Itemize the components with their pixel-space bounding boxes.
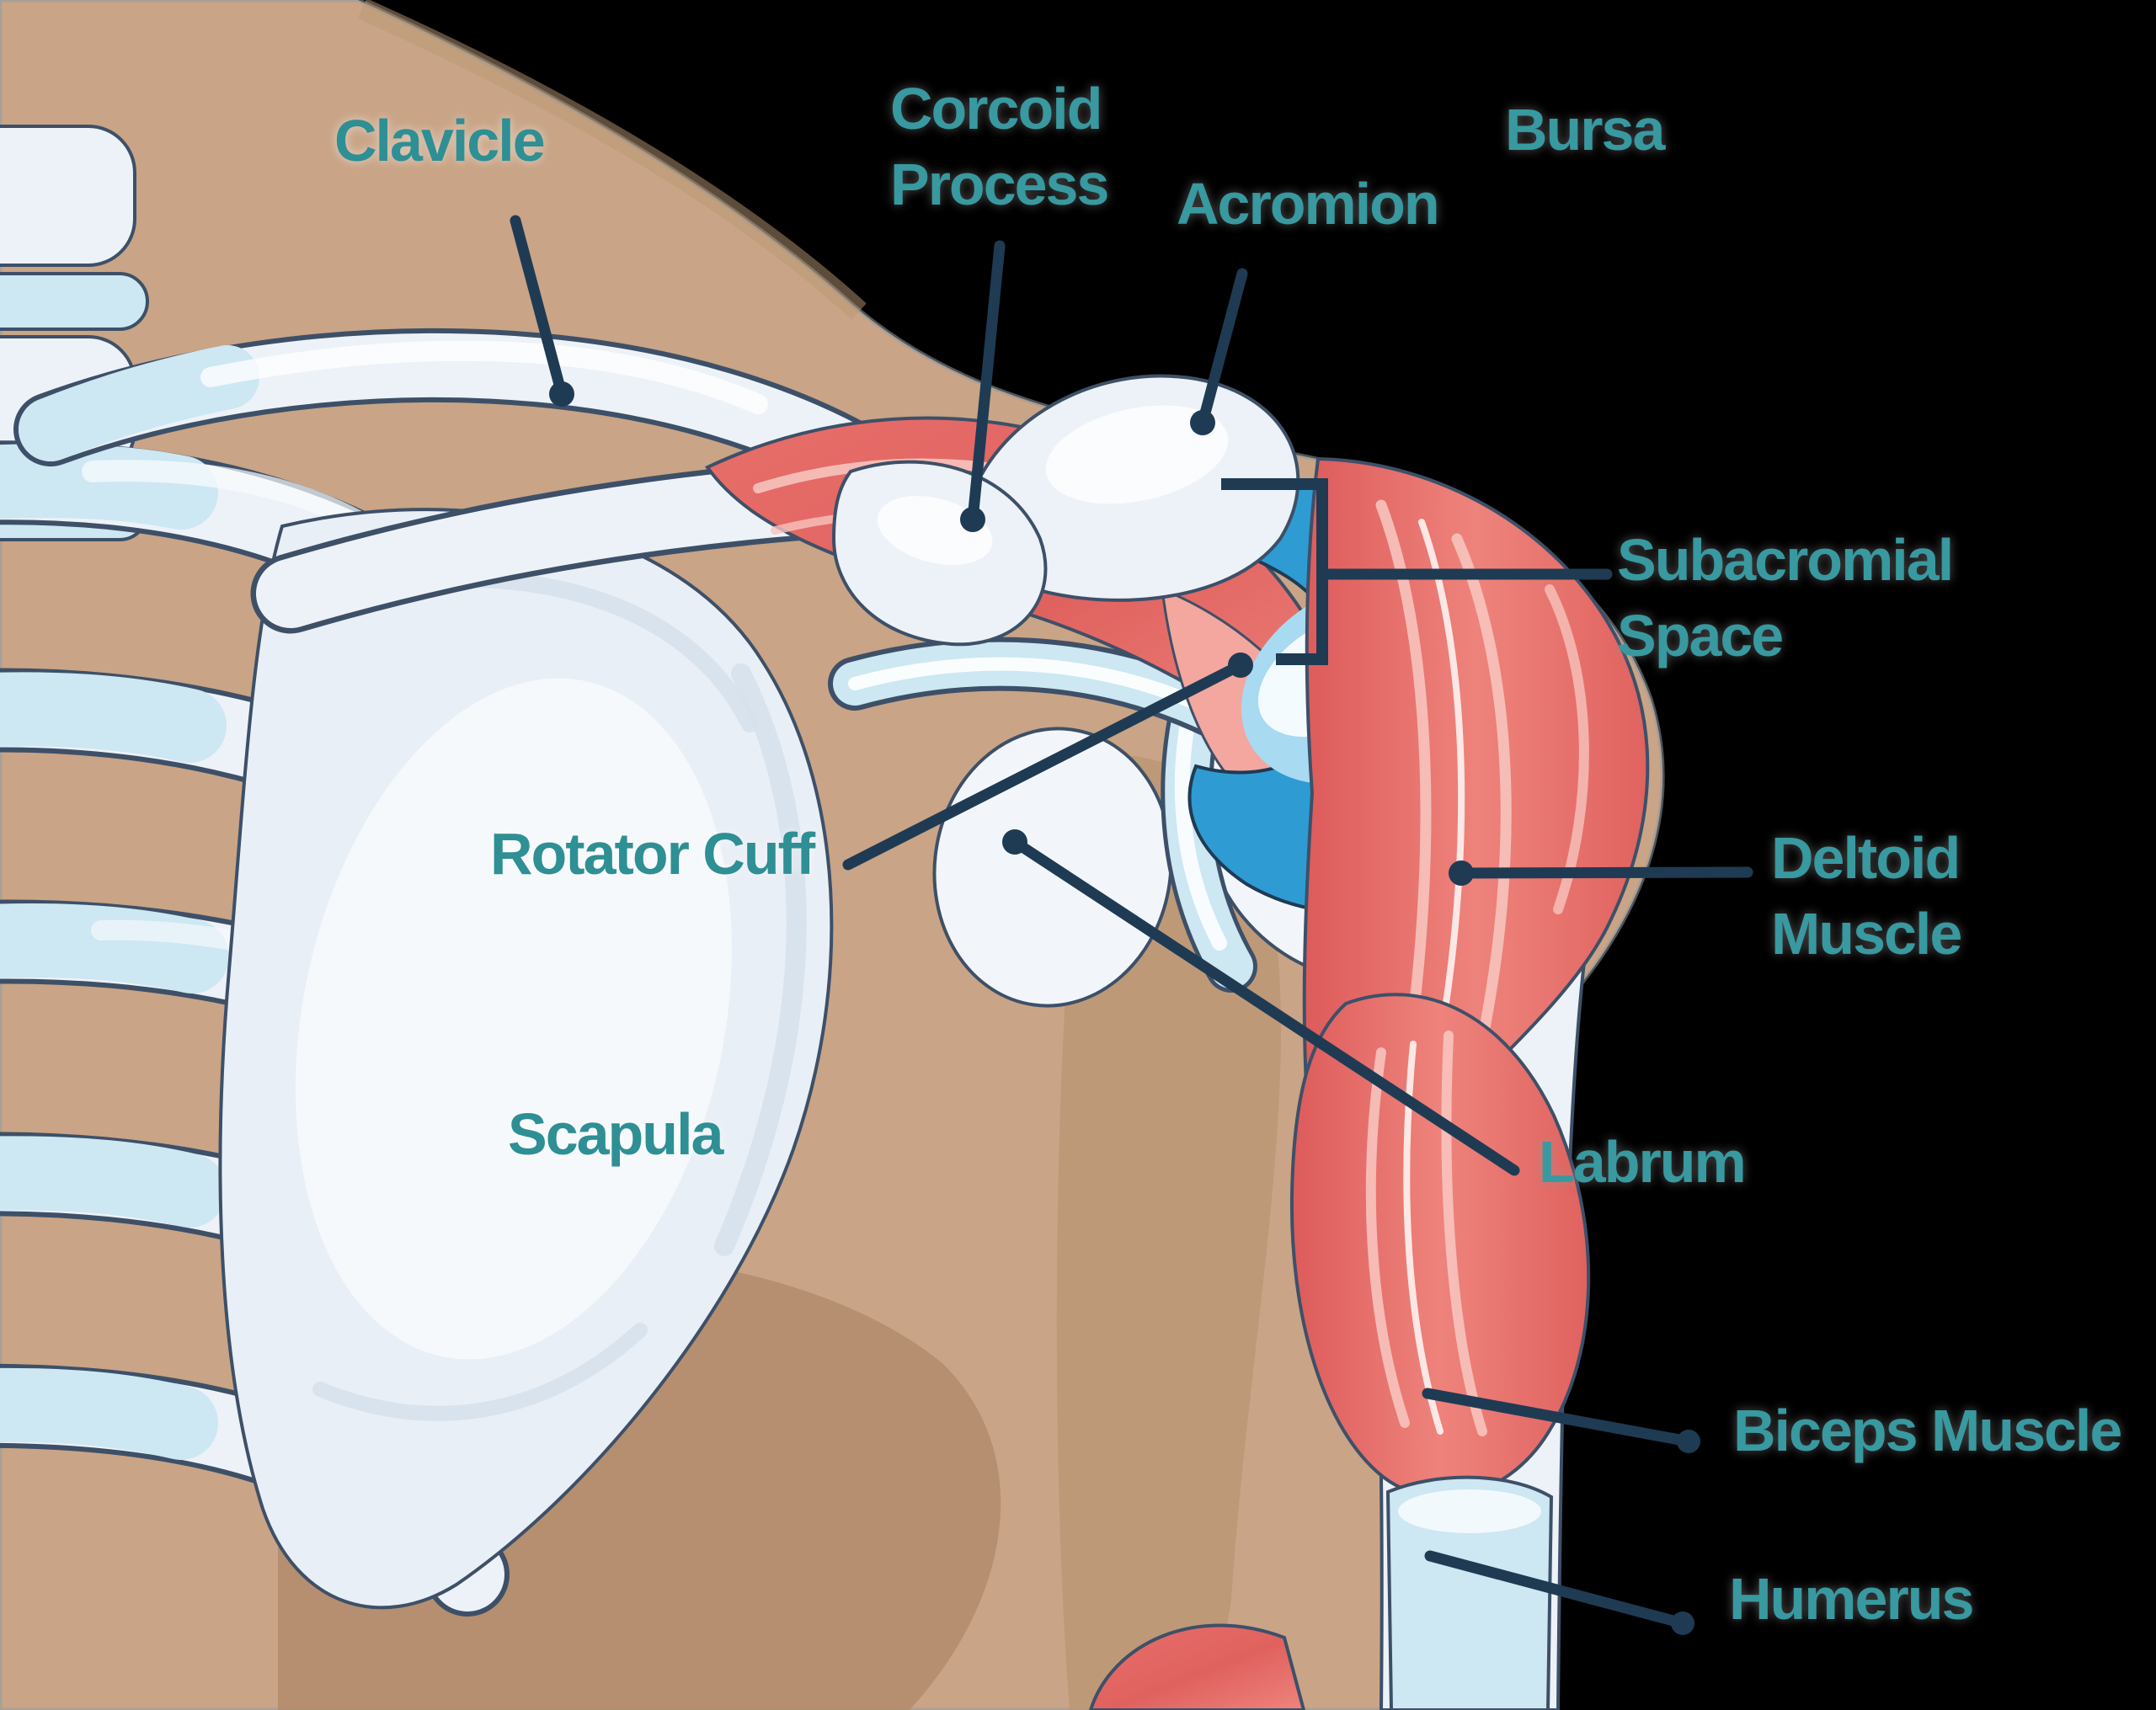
acromion-line [1197,268,1248,429]
labrum-line [1009,836,1520,1176]
acromion-bone [966,374,1300,602]
subacromial-bracket [1221,478,1328,665]
clavicle-line [510,215,568,400]
coracoid-process-line [967,240,1006,525]
biceps-muscle-line [1422,1388,1694,1447]
inner-arm-shadow [1056,754,1282,1710]
humerus-line-dot [1671,1611,1694,1635]
humerus-line [1424,1550,1689,1629]
biceps-muscle-line-dot [1677,1430,1700,1453]
neck-shading [357,0,867,320]
labrum-line-dot [1002,829,1027,855]
deltoid-muscle-line-dot [1449,860,1474,886]
deltoid-muscle-line [1455,866,1753,879]
humerus-distal-bone [1385,1475,1554,1710]
forearm-muscle-shape [1088,1623,1306,1710]
leader-lines [510,215,1753,1635]
coracoid-process-line-dot [960,507,985,532]
acromion-line-dot [1190,410,1215,435]
clavicle-line-dot [549,381,574,407]
rotator-cuff-line-dot [1228,653,1253,678]
biceps-muscle-shape [1289,993,1591,1500]
rotator-cuff-line [842,659,1246,871]
